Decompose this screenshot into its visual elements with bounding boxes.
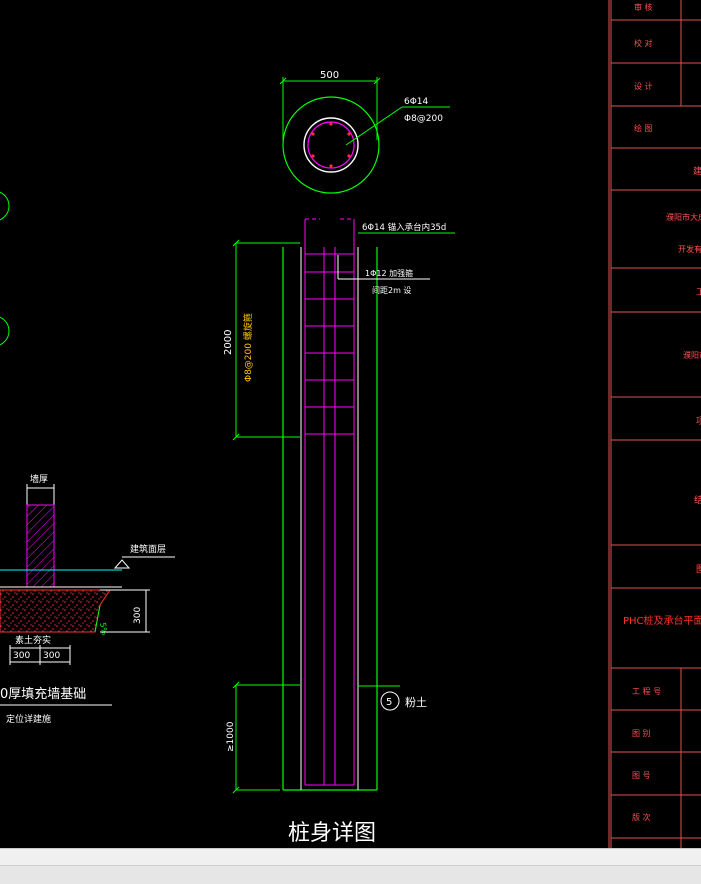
pile-detail-title: 桩身详图 [288, 821, 376, 846]
tb-row-drawing-no: 图 号 [632, 771, 651, 780]
tb-proj-5: 濮阳市 [683, 350, 701, 360]
tb-proj-7: 结 [694, 494, 701, 506]
tb-proj-2: 濮阳市大成 [666, 212, 701, 222]
tb-row-category: 图 别 [632, 729, 651, 738]
section-stirrup: Φ8@200 [404, 114, 443, 124]
slope-label: 5% [98, 622, 109, 636]
tb-row-design: 设 计 [634, 81, 653, 91]
tb-drawing-name: PHC桩及承台平面布置 [623, 614, 701, 627]
soil-layer-number: 5 [386, 697, 392, 708]
tb-row-review: 审 核 [634, 2, 653, 12]
status-strip [0, 865, 701, 884]
tb-row-version: 版 次 [632, 812, 651, 822]
floor-finish-label: 建筑面层 [130, 543, 166, 555]
pile-elevation: 6Φ14 锚入承台内35d 1Φ12 加强箍 间距2m 设 2000 Φ8@20… [223, 218, 455, 846]
wall-thickness-label: 墙厚 [30, 473, 48, 485]
wall-detail-title: 0厚填充墙基础 [0, 686, 86, 702]
tb-proj-1: 建 [693, 165, 701, 177]
width-dim-2: 300 [43, 651, 60, 661]
hoop-note-line1: 1Φ12 加强箍 [365, 268, 413, 278]
soil-layer-name: 粉土 [405, 696, 427, 709]
tb-row-project-no: 工 程 号 [632, 687, 661, 696]
tb-proj-4: 工 [696, 288, 701, 298]
tb-row-draw: 绘 图 [634, 123, 653, 133]
soil-label: 素土夯实 [15, 634, 51, 646]
bottom-length: ≥1000 [226, 721, 236, 752]
tb-proj-3: 开发有限 [678, 244, 701, 254]
depth-dim: 300 [133, 607, 143, 624]
hoop-note-line2: 间距2m 设 [372, 285, 411, 295]
cad-drawing-canvas[interactable]: 500 6Φ14 Φ8@200 [0, 0, 701, 848]
section-main-bar: 6Φ14 [404, 97, 429, 107]
top-bar-note: 6Φ14 锚入承台内35d [362, 222, 446, 233]
status-bar [0, 848, 701, 884]
tb-row-check: 校 对 [634, 38, 653, 48]
title-block-text: 审 核 校 对 设 计 绘 图 建 濮阳市大成 开发有限 工 濮阳市 项 结 图… [623, 2, 701, 822]
section-diameter-dim: 500 [320, 70, 339, 81]
pile-cross-section: 500 6Φ14 Φ8@200 [279, 70, 450, 194]
title-block [608, 0, 701, 848]
tb-proj-6: 项 [696, 416, 701, 427]
dense-zone-stirrup: Φ8@200 螺旋箍 [242, 313, 254, 382]
tb-proj-8: 图 [696, 564, 701, 575]
dense-zone-length: 2000 [223, 330, 234, 355]
width-dim-1: 300 [13, 651, 30, 661]
wall-detail-subtitle: 定位详建施 [6, 713, 51, 725]
wall-foundation-detail: 墙厚 建筑面层 5% 30 [0, 473, 175, 725]
grid-bubble-left [0, 191, 10, 346]
